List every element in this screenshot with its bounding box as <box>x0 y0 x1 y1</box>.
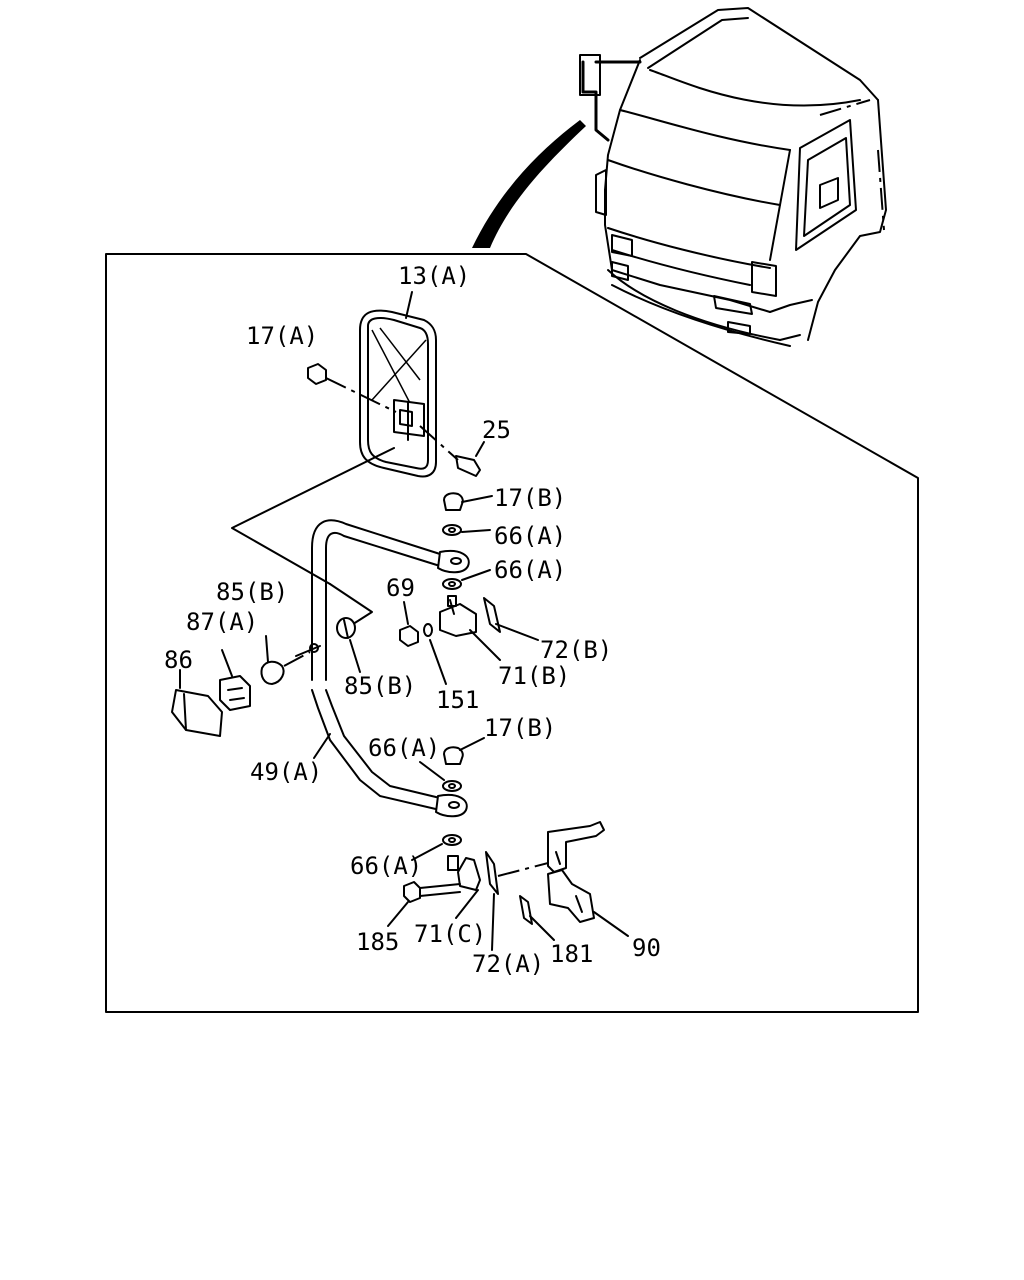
label-mirror-13a: 13(A) <box>398 262 470 290</box>
label-bracket-90: 90 <box>632 934 661 962</box>
label-bolt-69: 69 <box>386 574 415 602</box>
bottom-hardware <box>387 821 629 951</box>
stay-pipe <box>295 519 470 818</box>
label-bracket-71b: 71(B) <box>498 662 570 690</box>
label-cap-nut-17b-top: 17(B) <box>494 484 566 512</box>
label-gasket-181: 181 <box>550 940 593 968</box>
label-screw-25: 25 <box>482 416 511 444</box>
detail-frame <box>105 253 919 1013</box>
label-washer-66a-top-1: 66(A) <box>494 522 566 550</box>
truck-cab-illustration <box>472 7 887 347</box>
label-washer-151: 151 <box>436 686 479 714</box>
left-parts <box>171 635 311 737</box>
label-cap-85b-left: 85(B) <box>216 578 288 606</box>
label-bolt-185: 185 <box>356 928 399 956</box>
label-stay-pipe-49a: 49(A) <box>250 758 322 786</box>
label-gasket-72b: 72(B) <box>540 636 612 664</box>
label-washer-66a-top-2: 66(A) <box>494 556 566 584</box>
label-cover-86: 86 <box>164 646 193 674</box>
mirror-assembly <box>231 291 485 627</box>
top-hardware <box>336 492 539 685</box>
label-washer-66a-mid: 66(A) <box>368 734 440 762</box>
middle-hardware <box>419 737 485 792</box>
label-cap-nut-17b-mid: 17(B) <box>484 714 556 742</box>
part-labels: 13(A) 17(A) 25 17(B) 66(A) 66(A) 69 72(B… <box>164 262 661 978</box>
label-washer-66a-bottom: 66(A) <box>350 852 422 880</box>
label-nut-17a: 17(A) <box>246 322 318 350</box>
label-cap-87a: 87(A) <box>186 608 258 636</box>
label-bracket-71c: 71(C) <box>414 920 486 948</box>
label-gasket-72a: 72(A) <box>472 950 544 978</box>
label-cap-85b-right: 85(B) <box>344 672 416 700</box>
